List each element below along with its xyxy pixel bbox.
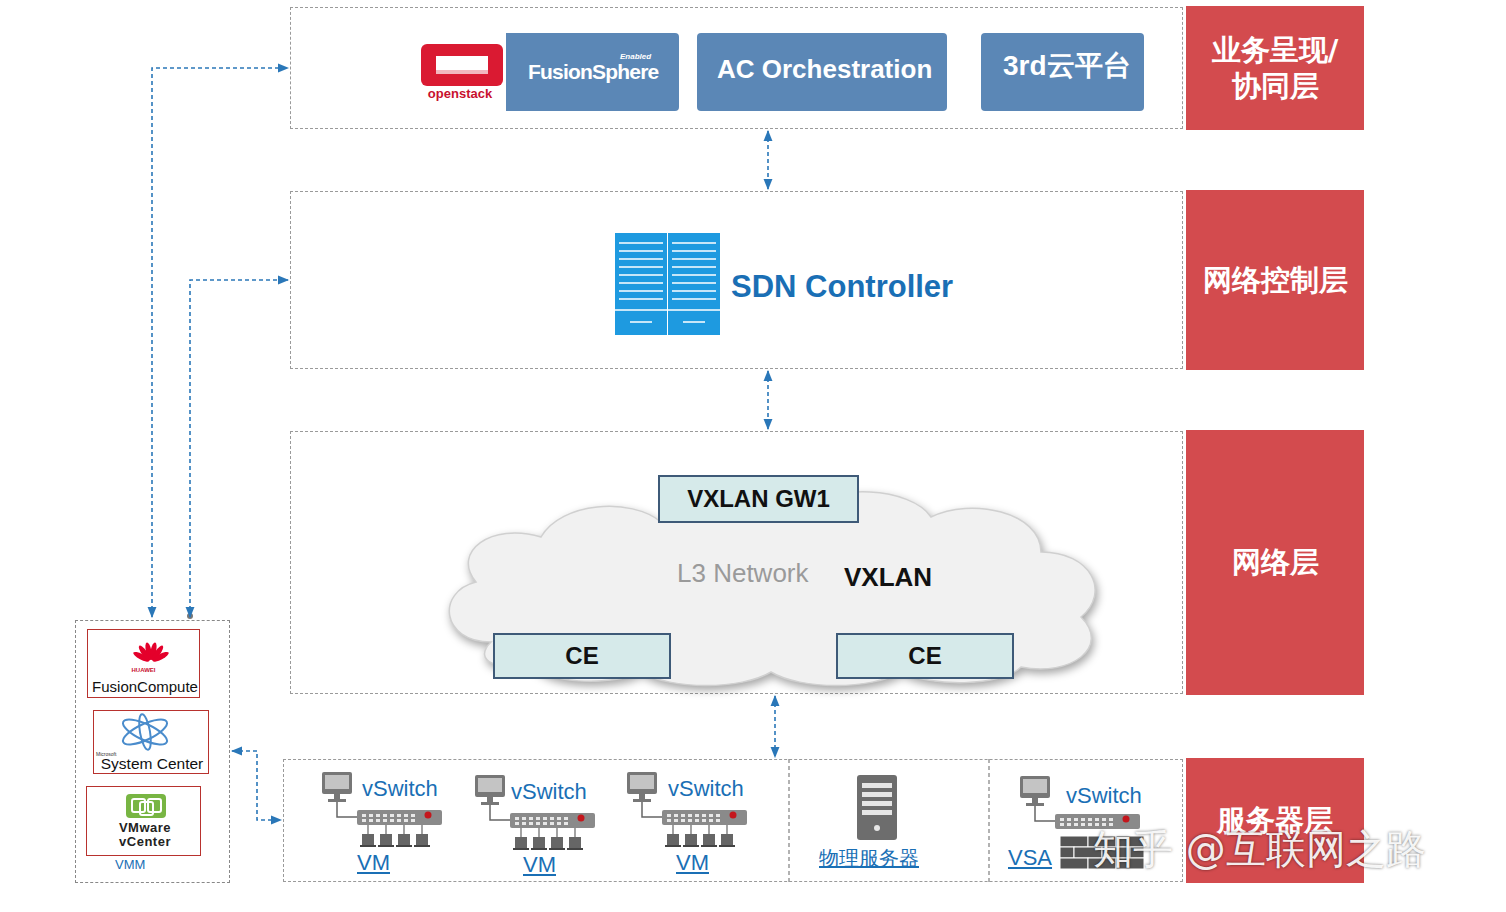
vm-icons [665,825,735,847]
logo-text: HUAWEI [88,667,199,673]
openstack-logo [421,44,503,86]
vswitch-label: vSwitch [1066,783,1142,809]
node-text: VMware vCenter [105,821,185,848]
vmm-product-box: VMware vCenter [86,786,201,856]
product-name: FusionCompute [86,678,204,695]
node-text: CE [838,635,1012,677]
gateway-box: VXLAN GW1 [658,475,859,523]
vmm-product-box: MicrosoftSystem Center [93,710,209,774]
dashed-connector [190,280,288,617]
switch-box: CE [493,633,671,679]
node-text: VXLAN GW1 [660,477,857,521]
junction-dot [187,613,193,619]
layer-title: 网络层 [1186,430,1364,695]
overlay-name: VXLAN [844,562,932,593]
layer-title: 网络控制层 [1186,190,1364,370]
network-cloud: L3 Network VXLAN VXLAN GW1CE CE [431,472,1116,687]
openstack-logo [436,70,488,74]
platform-box: AC Orchestration [697,33,947,111]
dashed-connector [767,131,769,189]
vm-icons [360,825,430,847]
server-icon [615,233,720,335]
product-name: FusionSphere [528,60,658,84]
layer-title: 业务呈现/协同层 [1186,6,1364,130]
vswitch-label: vSwitch [668,776,744,802]
group-title: VMM [115,857,145,872]
product-name: System Center [92,755,212,773]
openstack-logo [436,56,488,74]
system-center-logo [120,713,170,750]
physical-server-icon [857,775,897,840]
vm-icons [513,828,583,850]
vswitch-label: vSwitch [362,776,438,802]
platform-box: openstack FusionSphereEnabled [414,33,679,111]
node-text: AC Orchestration [717,33,932,105]
component-name: SDN Controller [731,269,953,305]
node-text: 3rd云平台 [1003,33,1131,99]
logo-text: openstack [414,86,506,101]
dashed-connector [767,371,769,429]
node-text: CE [495,635,669,677]
server-label: 物理服务器 [819,845,919,872]
switch-box: CE [836,633,1014,679]
watermark: 知乎 @互联网之路 [1093,822,1426,877]
vm-label: VM [523,852,556,878]
host-switch-icon [322,772,442,825]
host-switch-icon [475,775,595,828]
dashed-connector [774,696,776,757]
vm-label: VM [676,850,709,876]
huawei-logo [132,642,170,664]
vsa-label: VSA [1008,845,1052,871]
vmm-box: VMMHUAWEIFusionComputeMicrosoftSystem Ce… [75,620,230,883]
vmm-product-box: HUAWEIFusionCompute [87,629,200,698]
vmware-logo [126,794,166,818]
vswitch-label: vSwitch [511,779,587,805]
badge-text: Enabled [620,52,651,61]
host-switch-icon [627,772,747,825]
layer-band: 网络层L3 NetworkVXLANVXLAN GW1CECE [290,431,1183,694]
section-divider [789,759,989,882]
dashed-connector [152,68,288,617]
network-name: L3 Network [677,558,809,589]
vm-label: VM [357,850,390,876]
dashed-connector [232,751,281,820]
layer-band: 业务呈现/协同层openstackFusionSphereEnabledAC O… [290,7,1183,129]
platform-box: 3rd云平台 [981,33,1144,111]
